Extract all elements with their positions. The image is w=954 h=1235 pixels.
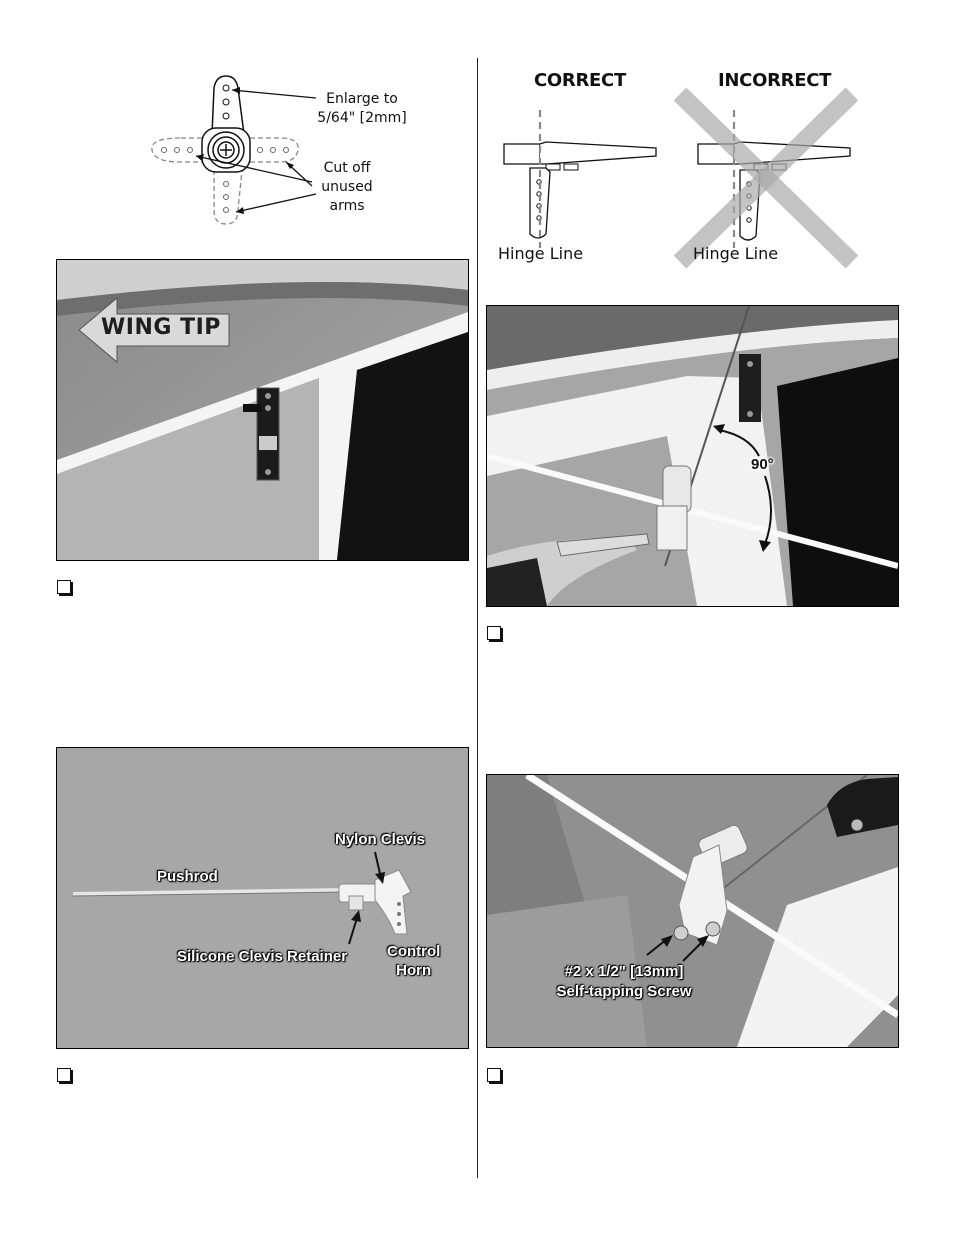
correct-label: CORRECT: [534, 70, 626, 91]
cutoff-label-line2: unused: [321, 179, 373, 195]
photo-screws: #2 x 1/2" [13mm] Self-tapping Screw: [486, 774, 899, 1048]
servo-mounted-image: [57, 260, 468, 560]
column-divider: [477, 58, 478, 1178]
incorrect-label: INCORRECT: [718, 70, 832, 91]
control-horn-label-line2: Horn: [396, 962, 432, 979]
hinge-line-label-correct: Hinge Line: [498, 244, 584, 263]
cutoff-label-line3: arms: [329, 198, 365, 214]
servo-arm-drawing: [151, 75, 317, 225]
control-horn-label: Control Horn: [387, 942, 440, 980]
cutoff-label-line1: Cut off: [323, 160, 371, 176]
enlarge-label-line1: Enlarge to: [326, 91, 398, 107]
incorrect-hinge-drawing: [673, 87, 859, 269]
photo-servo-mounted: WING TIP: [56, 259, 469, 561]
pushrod-label: Pushrod: [157, 868, 218, 885]
screw-label: #2 x 1/2" [13mm] Self-tapping Screw: [487, 962, 761, 1002]
photo-pushrod-parts: Nylon Clevis Pushrod Silicone Clevis Ret…: [56, 747, 469, 1049]
step-checkbox-3[interactable]: [57, 1068, 71, 1082]
photo-clevis-90: 90°: [486, 305, 899, 607]
hinge-diagram: CORRECT INCORRECT Hinge Line Hinge Line: [490, 64, 870, 274]
servo-arm-diagram: Enlarge to 5/64" [2mm] Cut off unused ar…: [140, 70, 440, 230]
enlarge-label: Enlarge to 5/64" [2mm]: [312, 90, 412, 128]
silicone-clevis-retainer-label: Silicone Clevis Retainer: [177, 948, 348, 965]
screw-label-line1: #2 x 1/2" [13mm]: [564, 963, 684, 980]
step-checkbox-2[interactable]: [487, 626, 501, 640]
enlarge-label-line2: 5/64" [2mm]: [317, 110, 407, 126]
step-checkbox-4[interactable]: [487, 1068, 501, 1082]
nylon-clevis-label: Nylon Clevis: [335, 831, 426, 848]
hinge-line-label-incorrect: Hinge Line: [693, 244, 779, 263]
clevis-90-image: [487, 306, 898, 606]
screw-label-line2: Self-tapping Screw: [556, 983, 692, 1000]
wing-tip-label: WING TIP: [101, 315, 221, 340]
correct-hinge-drawing: [503, 110, 657, 248]
pushrod-parts-image: [57, 748, 468, 1048]
screws-image: [487, 775, 898, 1047]
cutoff-label: Cut off unused arms: [302, 159, 392, 216]
angle-label: 90°: [751, 456, 774, 473]
step-checkbox-1[interactable]: [57, 580, 71, 594]
control-horn-label-line1: Control: [387, 943, 441, 960]
hinge-drawing: [503, 87, 859, 269]
